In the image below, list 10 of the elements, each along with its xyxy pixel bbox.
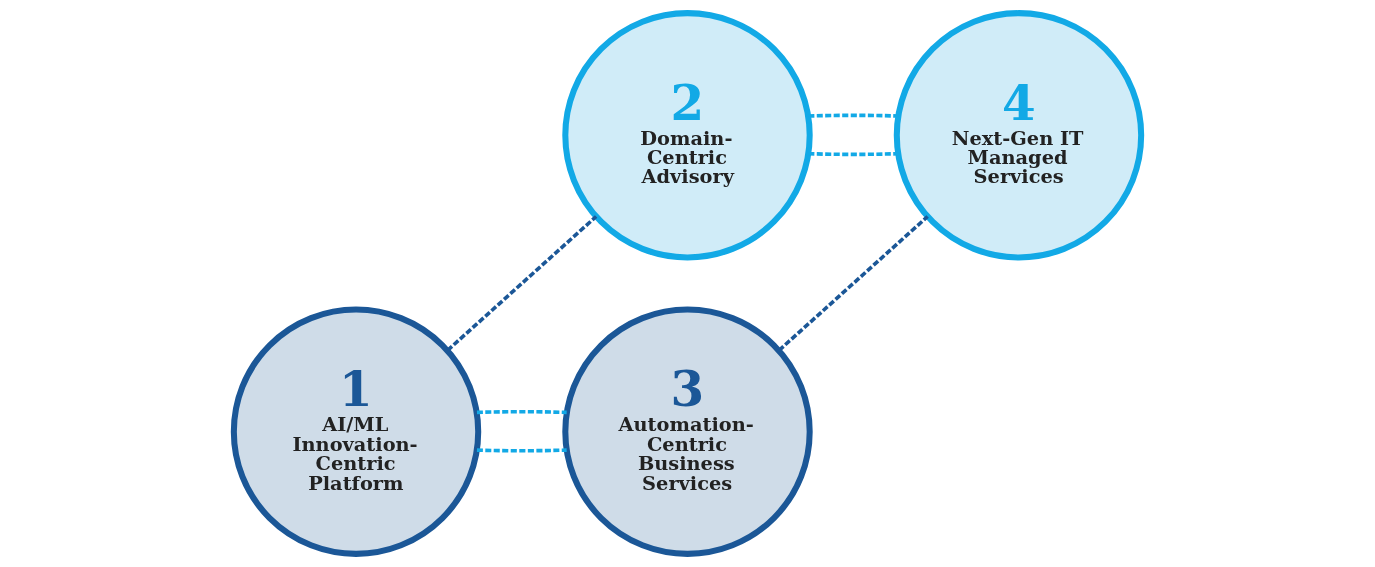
- node-circle: 3 Automation-Centric Business Services: [562, 306, 813, 557]
- connector: [808, 113, 899, 118]
- connector: [476, 409, 567, 415]
- connector: [446, 215, 598, 352]
- node-circle: 1 AI/ML Innovation-Centric Platform: [230, 306, 482, 557]
- node-circle: 2 Domain-Centric Advisory: [562, 10, 813, 261]
- connector: [476, 448, 567, 453]
- connector: [808, 151, 899, 157]
- connector: [777, 215, 929, 352]
- node-circle: 4 Next-Gen IT Managed Services: [893, 10, 1145, 261]
